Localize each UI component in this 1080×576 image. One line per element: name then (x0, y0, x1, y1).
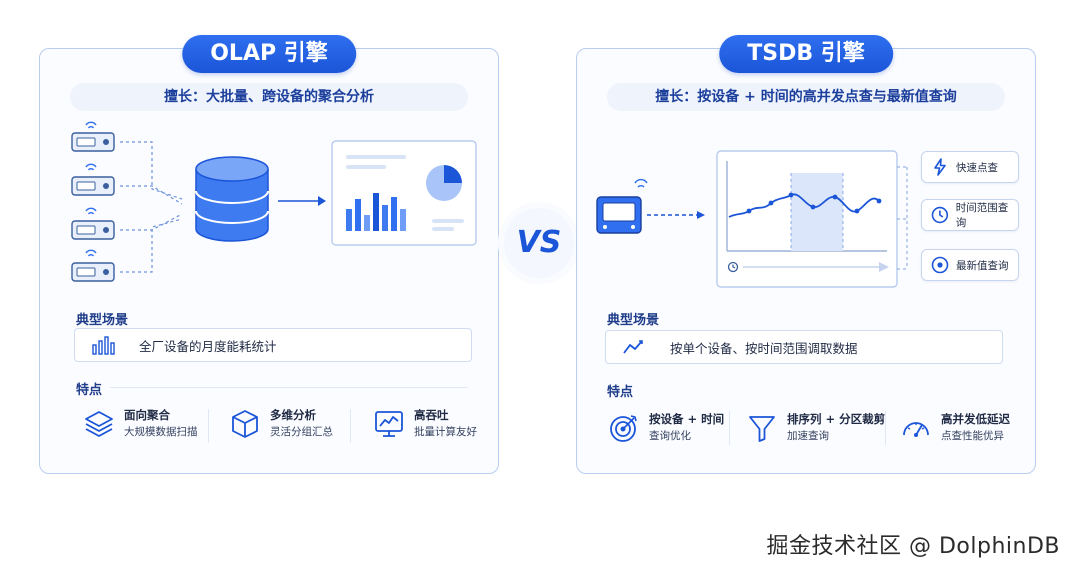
device-icon (71, 249, 115, 282)
feature-title: 面向聚合 (124, 408, 170, 422)
feature-title: 多维分析 (270, 408, 316, 422)
feature-desc: 加速查询 (787, 430, 829, 442)
gauge-icon (903, 422, 929, 437)
tsdb-feature: 高并发低延迟 点查性能优异 (899, 411, 1010, 445)
device-icon (71, 207, 115, 240)
query-type-label: 快速点查 (956, 161, 998, 174)
tsdb-title: TSDB 引擎 (719, 35, 893, 73)
olap-panel: OLAP 引擎 擅长：大批量、跨设备的聚合分析 (39, 35, 499, 474)
vs-badge: VS (504, 208, 574, 278)
database-icon (195, 156, 269, 242)
olap-divider (110, 387, 468, 388)
feature-separator (208, 409, 209, 443)
arrow-icon (647, 211, 705, 219)
query-type-label: 最新值查询 (956, 259, 1009, 272)
olap-strength: 擅长：大批量、跨设备的聚合分析 (70, 83, 468, 111)
query-type-fast-point: 快速点查 (921, 151, 1019, 183)
feature-separator (729, 411, 730, 445)
tsdb-scenario-box: 按单个设备、按时间范围调取数据 (605, 330, 1003, 364)
feature-desc: 灵活分组汇总 (270, 426, 333, 438)
tsdb-scenario-text: 按单个设备、按时间范围调取数据 (670, 340, 858, 356)
olap-features-label: 特点 (76, 383, 103, 398)
query-type-label: 时间范围查询 (955, 202, 1009, 229)
bullseye-icon (610, 415, 637, 442)
query-type-latest-value: 最新值查询 (921, 249, 1019, 281)
olap-scenario-label: 典型场景 (76, 313, 129, 328)
lightning-icon (934, 158, 946, 176)
olap-feature: 高吞吐 批量计算友好 (372, 407, 477, 441)
olap-title: OLAP 引擎 (182, 35, 356, 73)
olap-feature: 多维分析 灵活分组汇总 (228, 407, 333, 441)
olap-diagram (71, 121, 477, 282)
tsdb-diagram (596, 150, 908, 288)
feature-separator (350, 409, 351, 443)
timeseries-chart-icon (716, 150, 898, 288)
feature-desc: 批量计算友好 (414, 426, 477, 438)
olap-scenario-text: 全厂设备的月度能耗统计 (139, 338, 277, 354)
dashboard-icon (331, 140, 477, 246)
arrow-icon (278, 196, 326, 206)
feature-title: 高并发低延迟 (941, 412, 1010, 426)
connector-lines (120, 141, 183, 273)
feature-title: 高吞吐 (414, 408, 449, 422)
olap-feature: 面向聚合 大规模数据扫描 (82, 407, 198, 441)
funnel-icon (749, 416, 775, 442)
bar-chart-icon (92, 336, 115, 355)
olap-scenario-box: 全厂设备的月度能耗统计 (74, 328, 472, 362)
feature-separator (885, 411, 886, 445)
device-icon (596, 178, 648, 234)
connector-lines (897, 166, 908, 270)
tsdb-panel: TSDB 引擎 擅长：按设备 + 时间的高并发点查与最新值查询 (576, 35, 1036, 474)
feature-desc: 查询优化 (649, 430, 691, 442)
feature-desc: 大规模数据扫描 (124, 426, 198, 438)
device-icon (71, 121, 115, 152)
tsdb-strength: 擅长：按设备 + 时间的高并发点查与最新值查询 (607, 83, 1005, 111)
layers-icon (85, 411, 113, 437)
monitor-chart-icon (375, 411, 403, 437)
tsdb-features-label: 特点 (607, 385, 634, 400)
watermark: 掘金技术社区 @ DolphinDB (766, 534, 1060, 559)
cube-icon (232, 410, 258, 438)
target-icon (931, 256, 949, 274)
feature-desc: 点查性能优异 (941, 430, 1004, 442)
device-icon (71, 163, 115, 196)
tsdb-feature: 按设备 + 时间 查询优化 (607, 411, 724, 445)
tsdb-scenario-label: 典型场景 (607, 313, 660, 328)
trend-line-icon (623, 340, 643, 354)
query-type-time-range: 时间范围查询 (921, 199, 1019, 231)
clock-icon (931, 206, 949, 224)
feature-title: 排序列 + 分区裁剪 (787, 412, 886, 426)
tsdb-feature: 排序列 + 分区裁剪 加速查询 (745, 411, 885, 445)
feature-title: 按设备 + 时间 (649, 412, 725, 426)
